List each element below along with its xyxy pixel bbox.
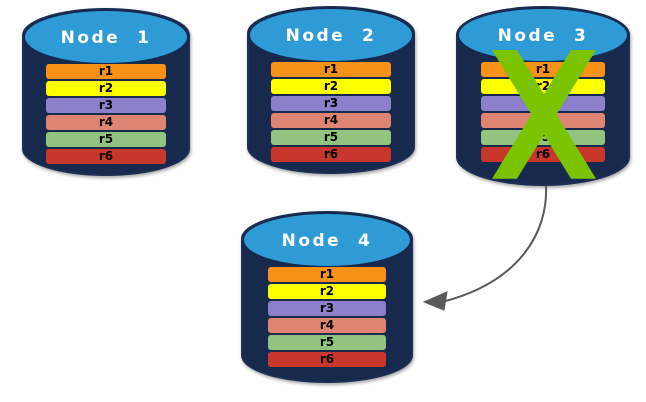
node-4[interactable]: Node 4 r1 r2 r3 r4 r5 r6 <box>241 211 413 383</box>
node-1-record-r4: r4 <box>46 115 166 130</box>
record-label: r5 <box>98 132 114 146</box>
node-1-title: Node 1 <box>60 28 152 48</box>
record-label: r6 <box>535 147 551 161</box>
record-label: r2 <box>319 284 335 298</box>
node-2[interactable]: Node 2 r1 r2 r3 r4 r5 r6 <box>247 6 415 174</box>
node-2-record-r3: r3 <box>271 96 391 111</box>
node-2-records: r1 r2 r3 r4 r5 r6 <box>247 62 415 164</box>
node-3-record-r4: r4 <box>481 113 605 128</box>
record-label: r3 <box>535 96 551 110</box>
node-3[interactable]: Node 3 r1 r2 r3 r4 r5 r6 <box>456 6 630 186</box>
record-label: r3 <box>98 98 114 112</box>
record-label: r2 <box>323 79 339 93</box>
record-label: r4 <box>98 115 114 129</box>
record-label: r2 <box>98 81 114 95</box>
record-label: r1 <box>535 62 551 76</box>
record-label: r1 <box>319 267 335 281</box>
node-4-record-r6: r6 <box>268 352 386 367</box>
record-label: r5 <box>323 130 339 144</box>
node-4-record-r1: r1 <box>268 267 386 282</box>
node-2-title: Node 2 <box>285 26 377 46</box>
node-1-cylinder-top <box>23 9 189 65</box>
node-1-record-r6: r6 <box>46 149 166 164</box>
record-label: r3 <box>319 301 335 315</box>
node-4-title: Node 4 <box>281 231 373 251</box>
node-1-records: r1 r2 r3 r4 r5 r6 <box>22 64 190 166</box>
node-2-record-r1: r1 <box>271 62 391 77</box>
node-4-record-r4: r4 <box>268 318 386 333</box>
node-3-record-r3: r3 <box>481 96 605 111</box>
node-4-records: r1 r2 r3 r4 r5 r6 <box>241 267 413 369</box>
node-4-cylinder-top <box>242 212 412 268</box>
record-label: r6 <box>98 149 114 163</box>
record-label: r1 <box>98 64 114 78</box>
node-1-record-r2: r2 <box>46 81 166 96</box>
record-label: r6 <box>319 352 335 366</box>
node-1-record-r3: r3 <box>46 98 166 113</box>
record-label: r2 <box>535 79 551 93</box>
node-4-record-r2: r2 <box>268 284 386 299</box>
record-label: r5 <box>535 130 551 144</box>
node-4-record-r5: r5 <box>268 335 386 350</box>
node-3-record-r1: r1 <box>481 62 605 77</box>
node-1-record-r5: r5 <box>46 132 166 147</box>
node-3-records: r1 r2 r3 r4 r5 r6 <box>456 62 630 164</box>
node-3-record-r6: r6 <box>481 147 605 162</box>
node-2-cylinder-top <box>248 7 414 63</box>
record-label: r4 <box>535 113 551 127</box>
record-label: r1 <box>323 62 339 76</box>
node-4-record-r3: r3 <box>268 301 386 316</box>
record-label: r3 <box>323 96 339 110</box>
record-label: r5 <box>319 335 335 349</box>
record-label: r4 <box>323 113 339 127</box>
record-label: r4 <box>319 318 335 332</box>
node-3-title: Node 3 <box>497 26 589 46</box>
node-3-record-r5: r5 <box>481 130 605 145</box>
node-3-record-r2: r2 <box>481 79 605 94</box>
node-1-record-r1: r1 <box>46 64 166 79</box>
record-label: r6 <box>323 147 339 161</box>
node-2-record-r4: r4 <box>271 113 391 128</box>
node-2-record-r2: r2 <box>271 79 391 94</box>
node-2-record-r5: r5 <box>271 130 391 145</box>
node-1[interactable]: Node 1 r1 r2 r3 r4 r5 r6 <box>22 8 190 176</box>
node-2-record-r6: r6 <box>271 147 391 162</box>
